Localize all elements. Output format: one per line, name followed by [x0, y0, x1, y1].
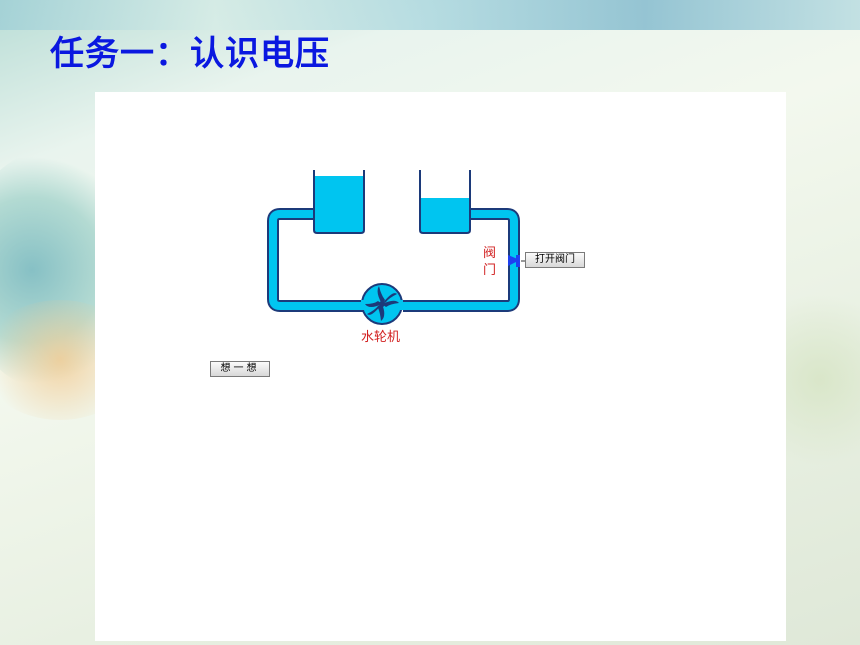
content-panel: 阀 门 水轮机 打开阀门 想一想 — [95, 92, 786, 641]
right-water-tank — [419, 170, 471, 234]
turbine-blades-icon — [365, 286, 399, 321]
turbine-label: 水轮机 — [361, 330, 400, 345]
slide-title: 任务一：认识电压 — [50, 34, 330, 74]
water-circuit-diagram: 阀 门 水轮机 — [267, 170, 526, 345]
valve-icon — [508, 255, 520, 267]
left-water-tank — [313, 170, 365, 234]
think-button[interactable]: 想一想 — [210, 361, 270, 377]
water-turbine — [361, 283, 403, 325]
valve-label: 阀 门 — [483, 246, 500, 278]
open-valve-button[interactable]: 打开阀门 — [525, 252, 585, 268]
background-band — [0, 0, 860, 30]
